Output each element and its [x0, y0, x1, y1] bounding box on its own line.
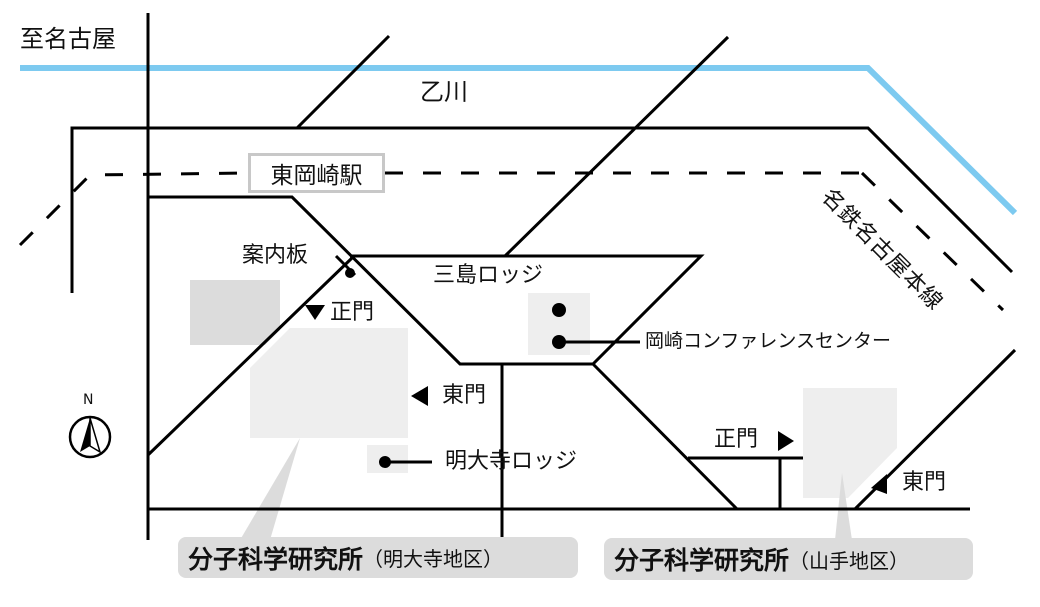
institute-name: 分子科学研究所 — [188, 544, 364, 574]
myodaiji-east-gate-label: 東門 — [442, 383, 487, 408]
building-block — [190, 280, 280, 345]
river-label: 乙川 — [420, 78, 468, 106]
institute-yamate-label: 分子科学研究所 （山手地区） — [604, 538, 973, 580]
east-gate-arrow-icon — [411, 386, 428, 406]
mishima-lodge-label: 三島ロッジ — [433, 263, 544, 288]
info-board-dot — [345, 268, 355, 278]
callout-pointer — [240, 438, 300, 540]
to-nagoya-label: 至名古屋 — [20, 25, 116, 53]
otogawa-river — [20, 65, 1018, 216]
conference-center-label: 岡崎コンファレンスセンター — [645, 330, 892, 352]
yamate-campus-block — [803, 388, 897, 498]
yamate-main-gate-arrow-icon — [778, 431, 794, 451]
conference-center-dot — [552, 335, 566, 349]
myodaiji-lodge-dot — [379, 456, 391, 468]
roads — [70, 13, 1017, 540]
main-gate-arrow-icon — [305, 305, 325, 320]
institute-area: （山手地区） — [789, 548, 910, 573]
north-compass-icon — [68, 415, 112, 459]
yamate-east-gate-label: 東門 — [902, 470, 947, 495]
yamate-east-gate-arrow-icon — [871, 474, 887, 494]
institute-area: （明大寺地区） — [363, 547, 504, 571]
yamate-main-gate-label: 正門 — [714, 427, 759, 452]
station-label: 東岡崎駅 — [248, 153, 385, 193]
institute-name: 分子科学研究所 — [614, 546, 790, 575]
railway-line — [18, 171, 1005, 312]
mishima-lodge-dot — [552, 303, 566, 317]
myodaiji-campus-block — [250, 328, 408, 438]
institute-myodaiji-label: 分子科学研究所 （明大寺地区） — [178, 537, 578, 578]
myodaiji-main-gate-label: 正門 — [330, 300, 375, 325]
callout-pointer — [835, 473, 852, 540]
info-board-label: 案内板 — [242, 243, 309, 268]
compass-north-label: N — [83, 392, 94, 408]
myodaiji-lodge-label: 明大寺ロッジ — [445, 449, 578, 474]
